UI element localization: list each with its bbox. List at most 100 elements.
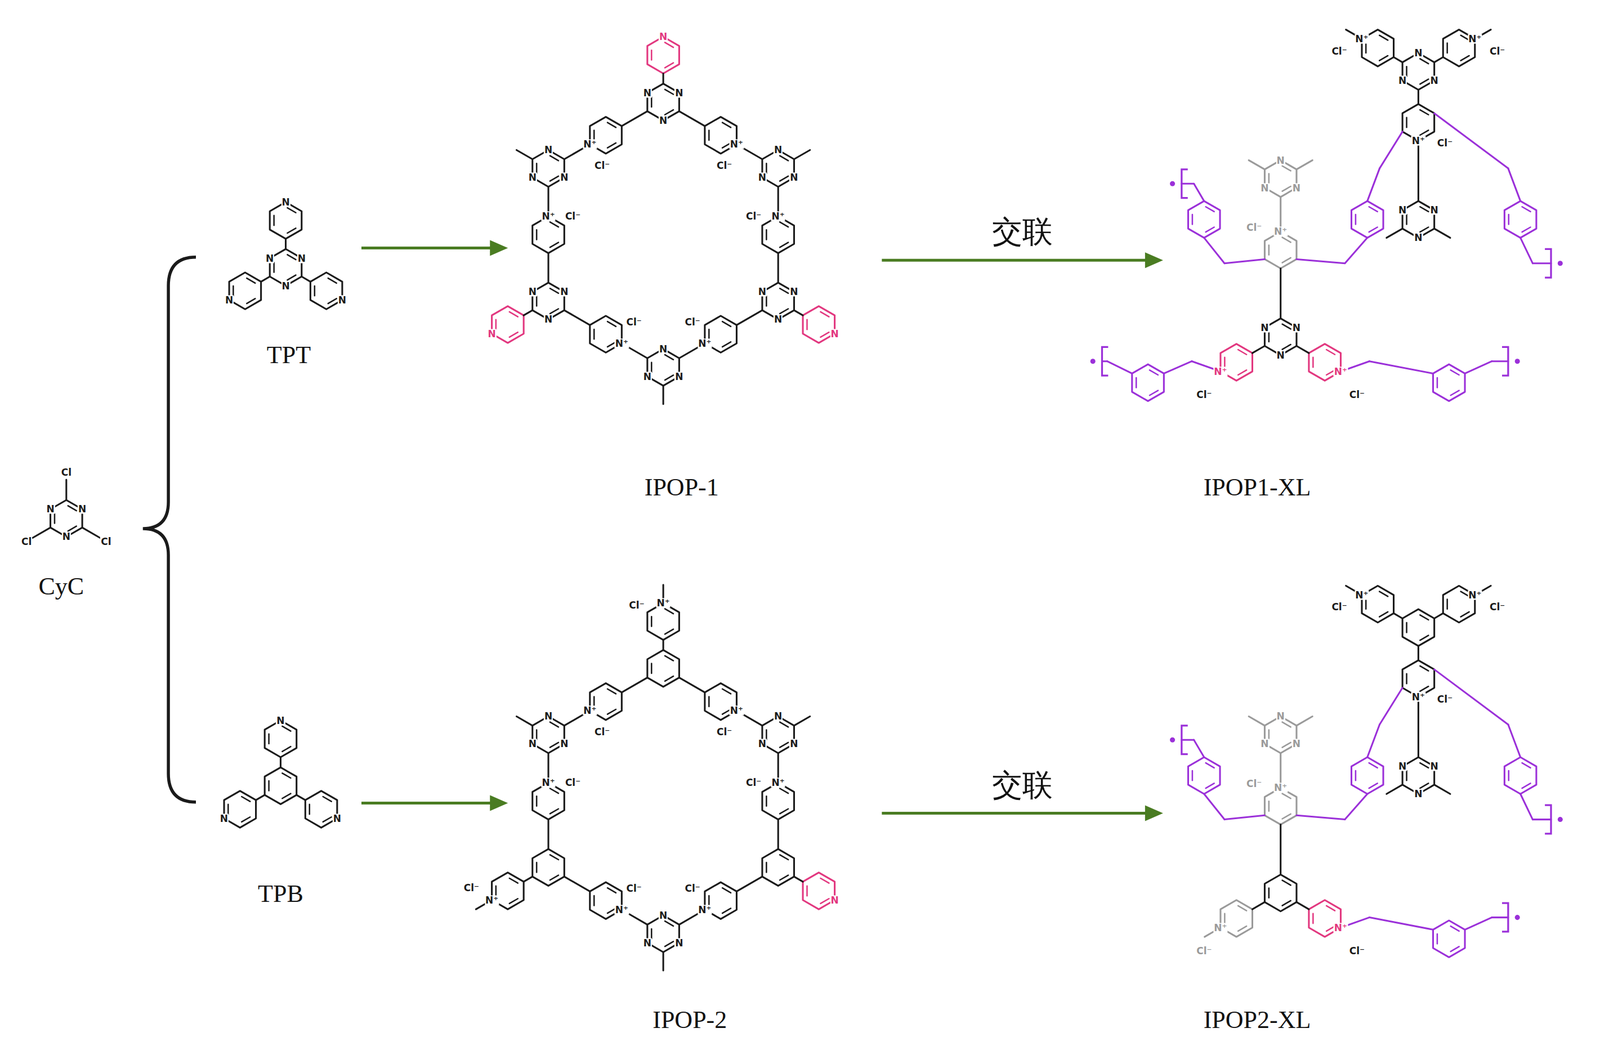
atom-label: N bbox=[543, 314, 553, 325]
aromatic-ring bbox=[1187, 200, 1220, 238]
bond-line bbox=[328, 298, 337, 304]
bond-line bbox=[1419, 666, 1429, 672]
bond-line bbox=[296, 794, 306, 800]
atom-label: N bbox=[773, 145, 783, 155]
bond-line bbox=[550, 875, 559, 881]
aromatic-ring bbox=[1504, 200, 1537, 238]
compound-panel: IPOP-2 bbox=[510, 556, 880, 1041]
aromatic-ring bbox=[269, 202, 302, 239]
bond-line bbox=[1252, 901, 1265, 910]
bond-line bbox=[535, 862, 538, 873]
atom-label: N bbox=[528, 739, 538, 749]
atom-label: N⁺ bbox=[771, 211, 786, 222]
bond-line bbox=[607, 122, 616, 128]
bond-line bbox=[806, 886, 808, 896]
bond-line bbox=[1367, 168, 1380, 201]
atom-label: N bbox=[219, 813, 229, 824]
bond-line bbox=[1268, 801, 1271, 811]
bond-line bbox=[267, 780, 270, 791]
bond-line bbox=[806, 319, 808, 330]
bond-line bbox=[765, 163, 768, 173]
polymer-bracket bbox=[1502, 346, 1509, 376]
bond-line bbox=[1419, 130, 1429, 136]
bond-line bbox=[1369, 227, 1378, 233]
atom-label: N bbox=[789, 287, 799, 297]
bond-line bbox=[607, 709, 616, 715]
atom-label: N bbox=[280, 197, 290, 207]
bond-line bbox=[323, 816, 332, 822]
bond-line bbox=[1405, 673, 1408, 684]
arrow-shaft bbox=[881, 258, 1148, 262]
compound-panel: IPOP2-XL bbox=[1165, 556, 1598, 1041]
bond-line bbox=[308, 804, 311, 815]
bond-line bbox=[1181, 739, 1195, 741]
bond-line bbox=[650, 97, 653, 107]
compound-name: IPOP1-XL bbox=[1203, 474, 1312, 502]
bond-line bbox=[708, 329, 710, 339]
atom-label: Cl⁻ bbox=[684, 317, 701, 328]
bond-line bbox=[1419, 614, 1429, 620]
bond-line bbox=[256, 794, 266, 800]
bond-line bbox=[1450, 369, 1460, 375]
arrow-head bbox=[1145, 805, 1164, 822]
atom-label: Cl⁻ bbox=[564, 211, 581, 222]
atom-label: N bbox=[543, 711, 553, 722]
atom-label: N bbox=[757, 287, 767, 297]
bond-line bbox=[1405, 66, 1408, 77]
atom-label: Cl⁻ bbox=[1330, 46, 1348, 56]
atom-label: Cl⁻ bbox=[593, 727, 611, 737]
bond-line bbox=[1434, 113, 1509, 169]
atom-label: Cl⁻ bbox=[564, 778, 581, 788]
bond-line bbox=[1282, 166, 1291, 172]
atom-label: N⁺ bbox=[1354, 590, 1369, 600]
bond-line bbox=[1282, 186, 1291, 192]
bond-line bbox=[547, 819, 549, 850]
bond-line bbox=[1248, 160, 1265, 170]
atom-label: N bbox=[1397, 761, 1407, 772]
bond-line bbox=[1393, 613, 1403, 619]
atom-label: Cl bbox=[20, 536, 33, 547]
bond-line bbox=[650, 616, 653, 627]
atom-label: N bbox=[1413, 233, 1423, 243]
bond-line bbox=[246, 298, 256, 304]
bond-line bbox=[1282, 742, 1291, 748]
atom-label: N bbox=[528, 287, 538, 297]
aromatic-ring bbox=[1432, 364, 1465, 401]
bond-line bbox=[1386, 228, 1403, 238]
bond-line bbox=[550, 742, 559, 748]
bond-line bbox=[662, 952, 665, 971]
bond-line bbox=[1205, 227, 1215, 233]
aromatic-ring bbox=[492, 306, 525, 343]
bond-line bbox=[593, 130, 596, 140]
bond-line bbox=[779, 854, 789, 860]
bond-line bbox=[722, 341, 731, 347]
polymer-bracket bbox=[1181, 725, 1188, 755]
bond-line bbox=[1191, 214, 1194, 225]
atom-label: N bbox=[543, 145, 553, 155]
aromatic-ring bbox=[1432, 920, 1465, 958]
bond-line bbox=[708, 895, 710, 906]
bond-line bbox=[722, 321, 731, 327]
arrow-head bbox=[489, 239, 508, 256]
bond-line bbox=[793, 149, 810, 159]
bond-line bbox=[1417, 90, 1420, 105]
bond-line bbox=[1419, 79, 1429, 85]
aromatic-ring bbox=[1402, 609, 1435, 646]
bond-line bbox=[1238, 926, 1247, 932]
bond-line bbox=[1344, 237, 1368, 263]
chain-end-dot bbox=[1514, 914, 1521, 920]
bond-line bbox=[779, 722, 789, 728]
bond-line bbox=[607, 142, 616, 149]
bond-line bbox=[621, 111, 647, 127]
bond-line bbox=[1491, 360, 1509, 362]
bond-line bbox=[267, 734, 270, 744]
bond-line bbox=[1446, 42, 1448, 53]
aromatic-ring bbox=[532, 848, 565, 886]
bond-line bbox=[523, 310, 533, 316]
bond-line bbox=[1379, 591, 1388, 597]
aromatic-ring bbox=[762, 782, 795, 820]
bond-line bbox=[662, 385, 665, 405]
atom-label: N bbox=[674, 371, 684, 382]
bond-line bbox=[284, 238, 287, 249]
bond-line bbox=[1268, 244, 1271, 255]
